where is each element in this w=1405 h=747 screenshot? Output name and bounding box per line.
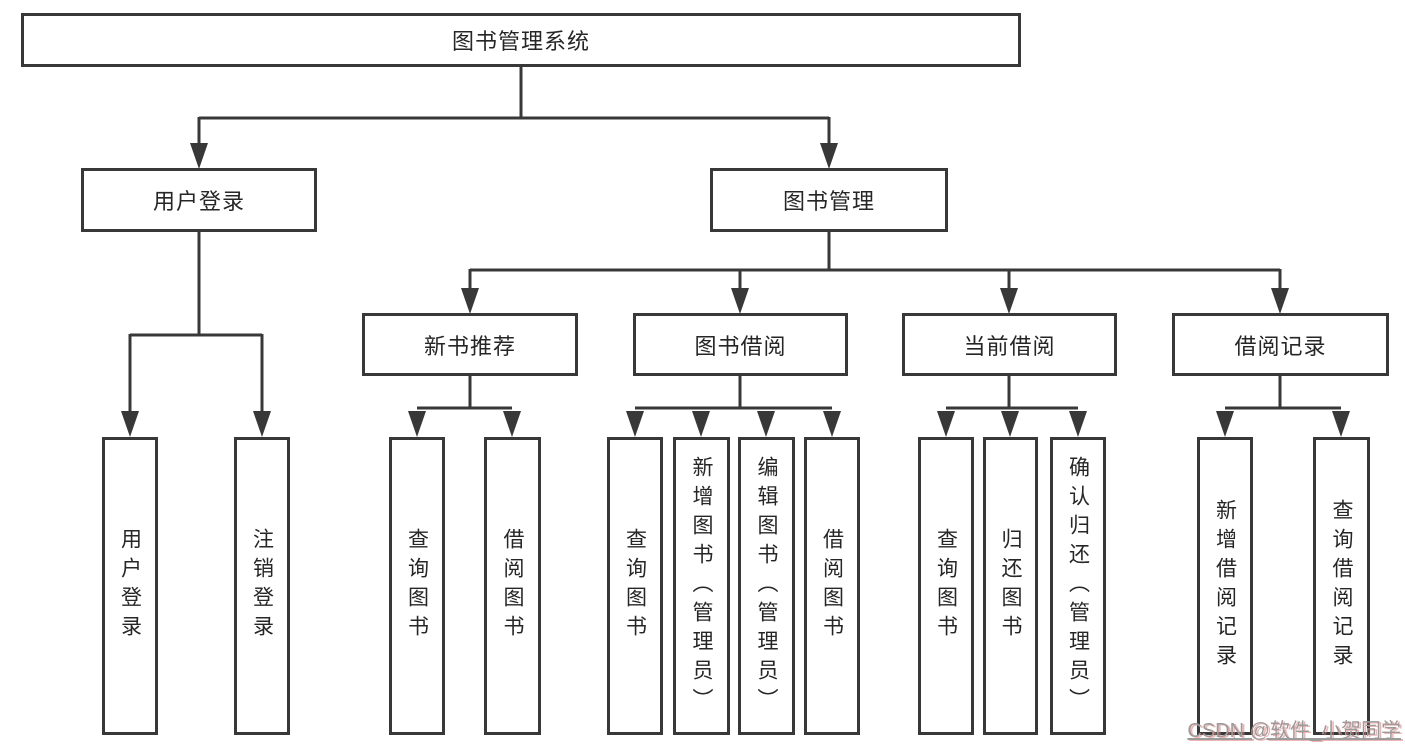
node-leaf-borrow-books-rec: 借阅图书 [484, 437, 541, 735]
node-leaf-user-login: 用户登录 [102, 437, 158, 735]
node-leaf-borrow-books: 借阅图书 [804, 437, 860, 735]
node-leaf-query-books-rec: 查询图书 [389, 437, 445, 735]
node-book-management: 图书管理 [710, 168, 948, 232]
node-leaf-return-books: 归还图书 [983, 437, 1038, 735]
node-leaf-add-borrow-record: 新增借阅记录 [1197, 437, 1253, 735]
node-library-system: 图书管理系统 [21, 13, 1021, 67]
node-current-borrow: 当前借阅 [902, 313, 1117, 376]
node-leaf-query-books-borrow: 查询图书 [607, 437, 663, 735]
node-borrow-records: 借阅记录 [1172, 313, 1389, 376]
csdn-watermark: CSDN @软件_小贺同学 [1187, 720, 1401, 742]
node-leaf-add-books-admin: 新增图书（管理员） [673, 437, 730, 735]
node-leaf-logout: 注销登录 [234, 437, 290, 735]
node-leaf-edit-books-admin: 编辑图书（管理员） [738, 437, 795, 735]
node-book-borrow: 图书借阅 [633, 313, 848, 376]
node-new-book-recommend: 新书推荐 [362, 313, 578, 376]
node-user-login: 用户登录 [81, 168, 317, 232]
node-leaf-query-borrow-record: 查询借阅记录 [1313, 437, 1370, 735]
node-leaf-query-books-current: 查询图书 [918, 437, 974, 735]
node-leaf-confirm-return-admin: 确认归还（管理员） [1050, 437, 1106, 735]
